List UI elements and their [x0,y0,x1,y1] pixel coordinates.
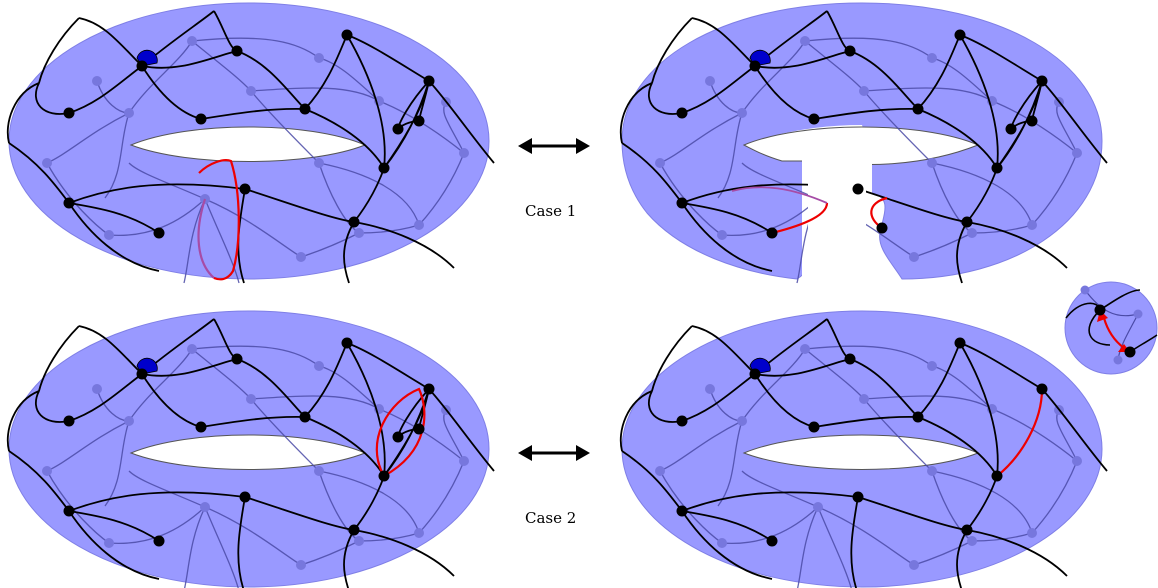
highlight-edge [996,388,1044,477]
top-left-torus [6,2,495,284]
sphere-inset-icon [1064,281,1158,375]
highlight-cycle [375,387,426,478]
top-right-torus [619,2,1108,288]
case1-label: Case 1 [525,202,576,220]
bottom-right-torus [619,310,1108,588]
bottom-left-torus [6,310,495,588]
case2-arrow [518,445,590,461]
case2-label: Case 2 [525,509,576,527]
case1-arrow [518,138,590,154]
highlight-cycle [198,159,240,281]
